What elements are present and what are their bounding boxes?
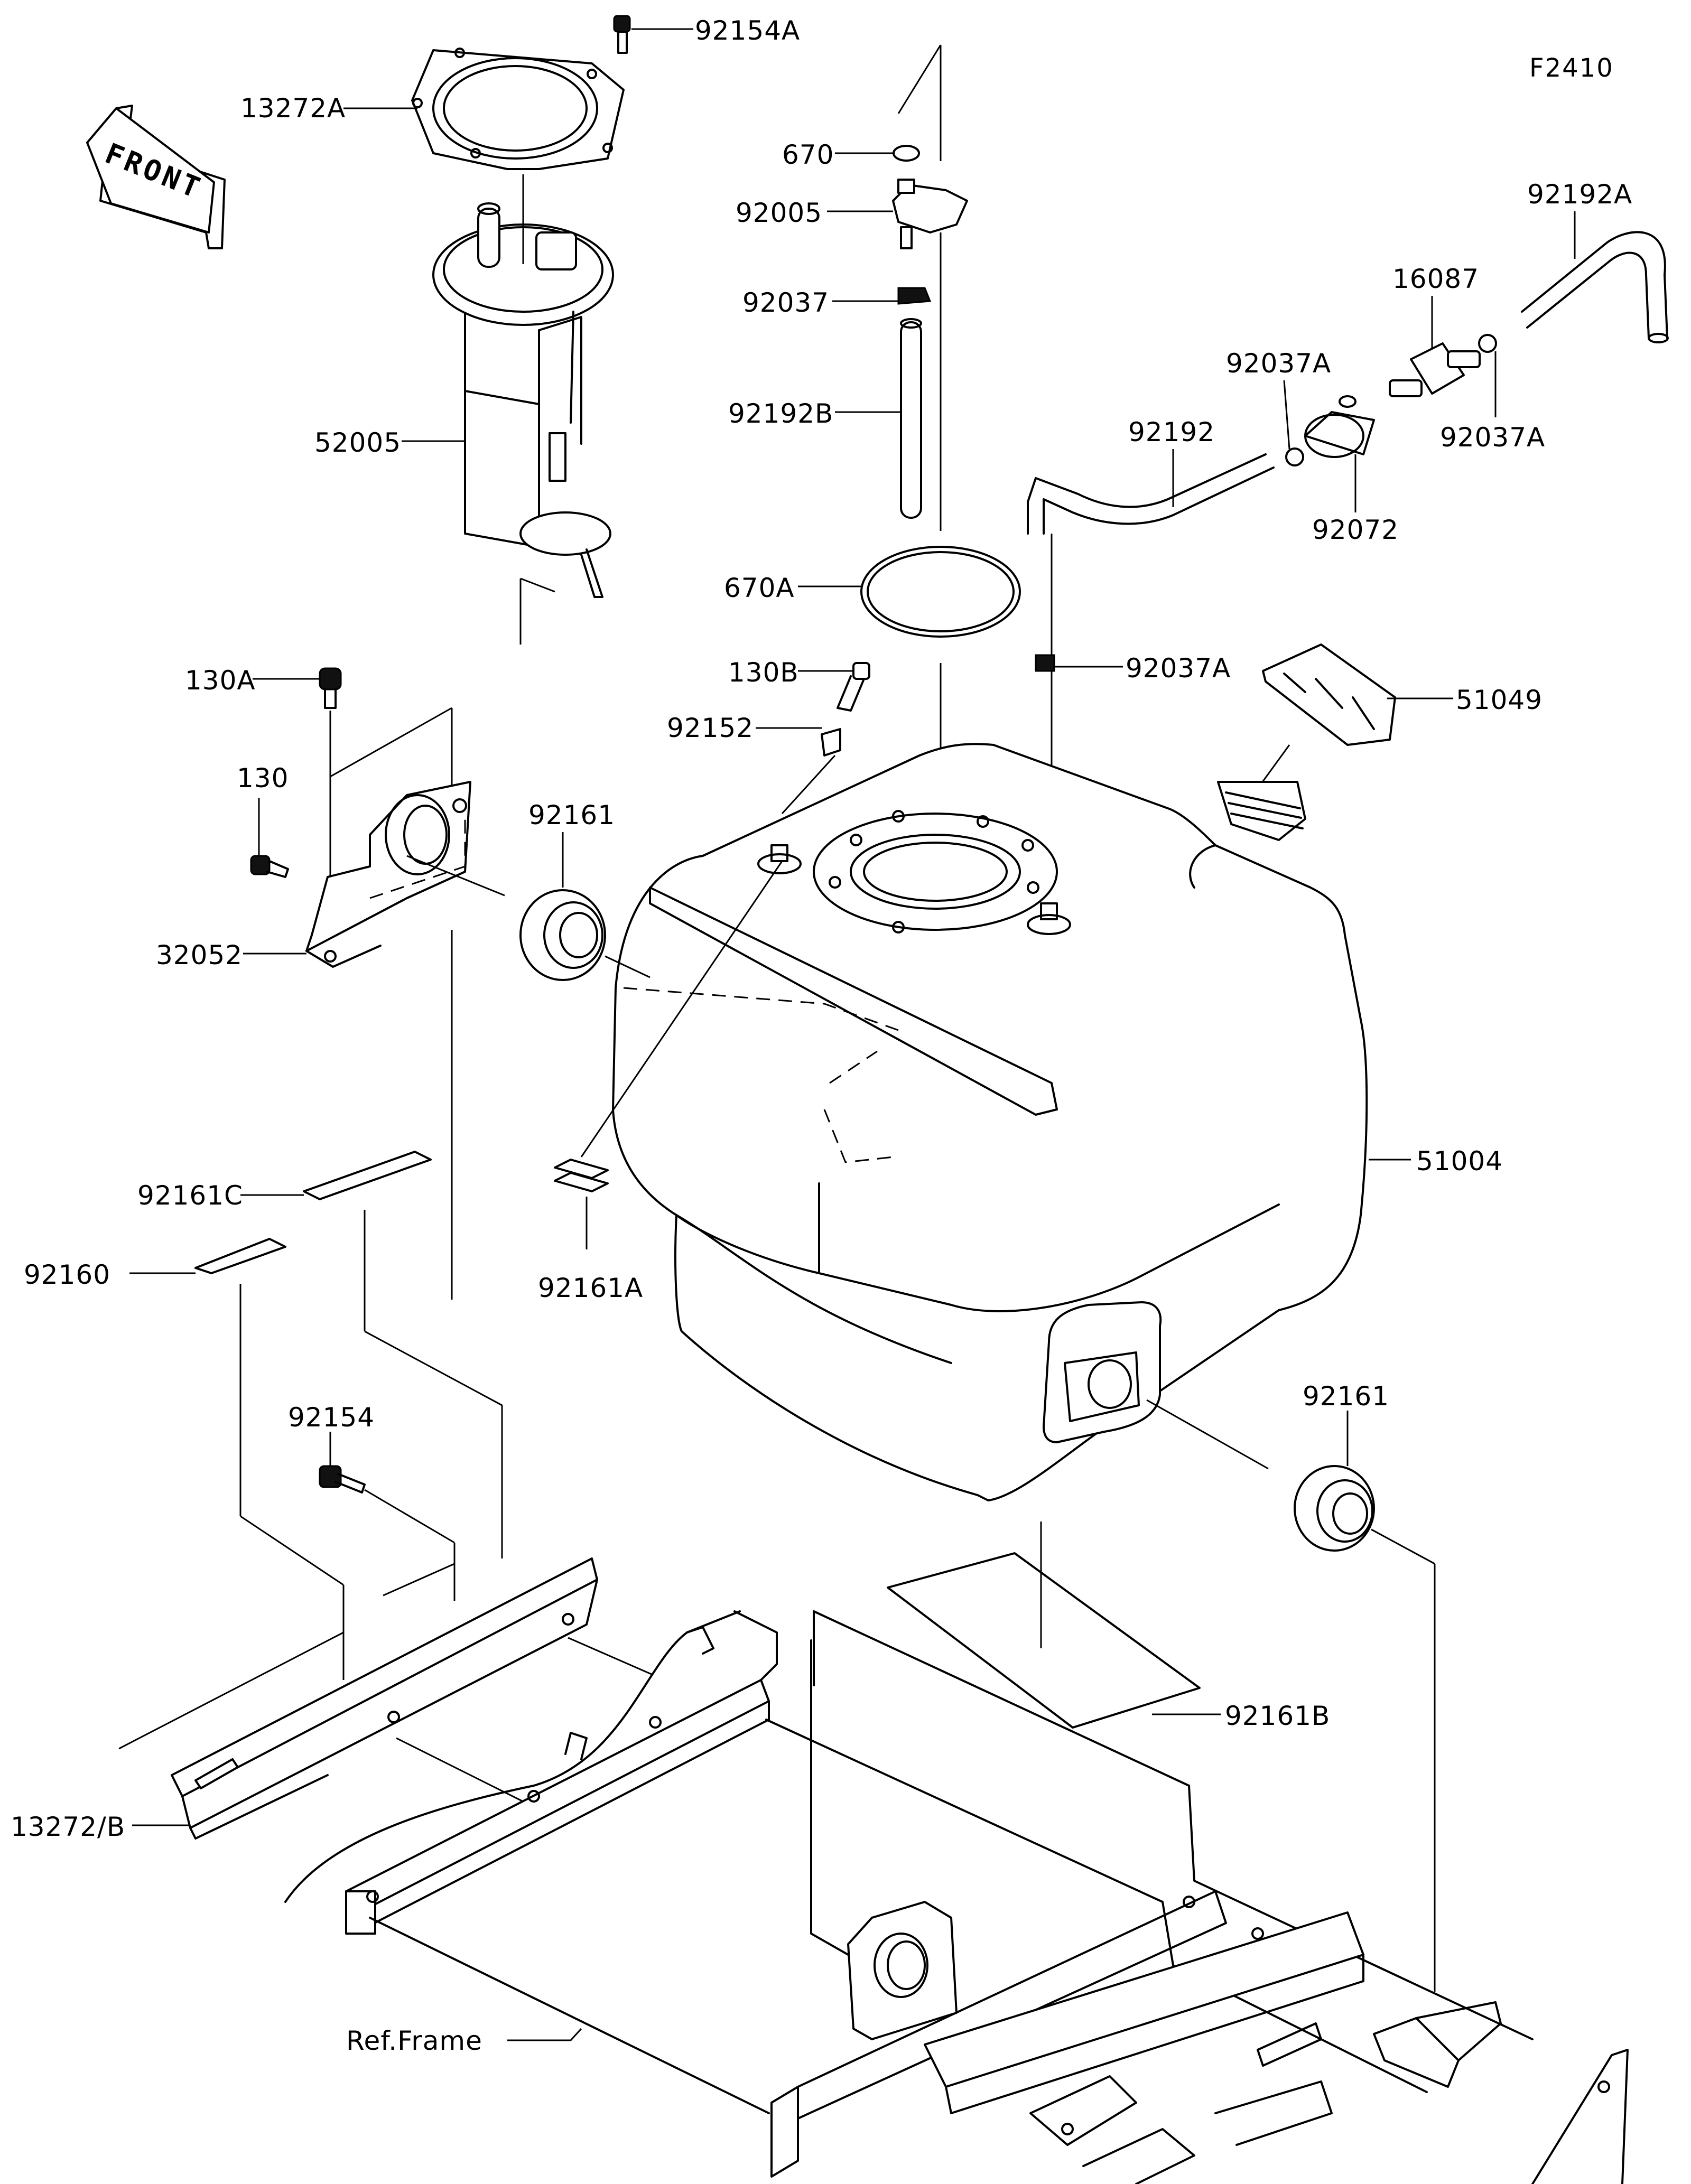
pad-92160 [194,1238,286,1274]
callout-92037A-lower: 92037A [1126,653,1231,684]
callout-92037A-top: 92037A [1226,348,1331,379]
bolt-130 [250,855,289,878]
callout-670A: 670A [724,573,795,603]
callout-92192A: 92192A [1527,179,1632,210]
grommet-92161-left [519,889,606,981]
clamp-92037A-left [1285,447,1304,466]
hose-92192A [1521,231,1669,343]
drain-fitting [1043,1301,1162,1443]
callout-92161B: 92161B [1225,1701,1330,1731]
clamp-92037 [897,287,932,305]
callout-92192B: 92192B [728,398,833,429]
callout-51049: 51049 [1456,685,1543,715]
callout-670: 670 [782,139,834,170]
hose-92192 [1027,453,1275,535]
callout-51004: 51004 [1416,1146,1503,1177]
callout-13272B: 13272/B [11,1812,125,1842]
callout-92160: 92160 [24,1259,110,1290]
callout-92161-right: 92161 [1303,1381,1389,1412]
grommet-92152 [821,728,841,757]
callout-52005: 52005 [314,427,401,458]
callout-130B: 130B [728,657,799,688]
callout-92005: 92005 [736,198,822,228]
bolt-130A [319,667,342,709]
callout-92072: 92072 [1312,515,1399,545]
bolt-92154A [613,15,631,54]
callout-92037: 92037 [742,287,829,318]
frame [284,1610,1629,2184]
callout-92154: 92154 [288,1402,375,1433]
filter-16087 [1389,342,1481,397]
callout-32052: 32052 [156,940,243,970]
pad-92161A [554,1159,609,1192]
figure-code: F2410 [1529,53,1614,83]
bolt-130B [837,662,870,712]
grommet-92161-right [1294,1465,1375,1552]
callout-92152: 92152 [667,713,754,743]
callout-13272A: 13272A [240,93,346,124]
callout-92161C: 92161C [137,1180,243,1211]
callout-92161-left: 92161 [528,800,615,830]
clamp-92037A-lower [1035,654,1055,672]
front-arrow-icon: FRONT [86,105,226,249]
valve-92005 [892,179,968,249]
callout-92154A: 92154A [695,15,800,46]
bolt-92154 [319,1465,366,1494]
callout-92037A-right: 92037A [1440,422,1545,453]
pad-92161C [303,1151,432,1200]
o-ring-670 [893,145,920,162]
hose-92192B [900,318,922,519]
pad-92161B [887,1552,1201,1729]
bracket-32052 [305,781,471,968]
fuel-pump-52005 [432,174,614,645]
o-ring-670A [860,546,1021,638]
pump-gasket-13272A [411,48,625,170]
clamp-92037A-right [1478,334,1497,353]
callout-ref-frame: Ref.Frame [346,2026,482,2056]
callout-130A: 130A [185,665,256,696]
callout-130: 130 [237,763,289,794]
bracket-13272B [171,1557,598,1840]
cap-51049 [1262,643,1396,746]
joint-92072 [1304,395,1375,458]
callout-16087: 16087 [1392,264,1479,294]
callout-92161A: 92161A [538,1273,643,1303]
fuel-tank-51004 [612,743,1368,1501]
callout-92192: 92192 [1128,417,1215,447]
